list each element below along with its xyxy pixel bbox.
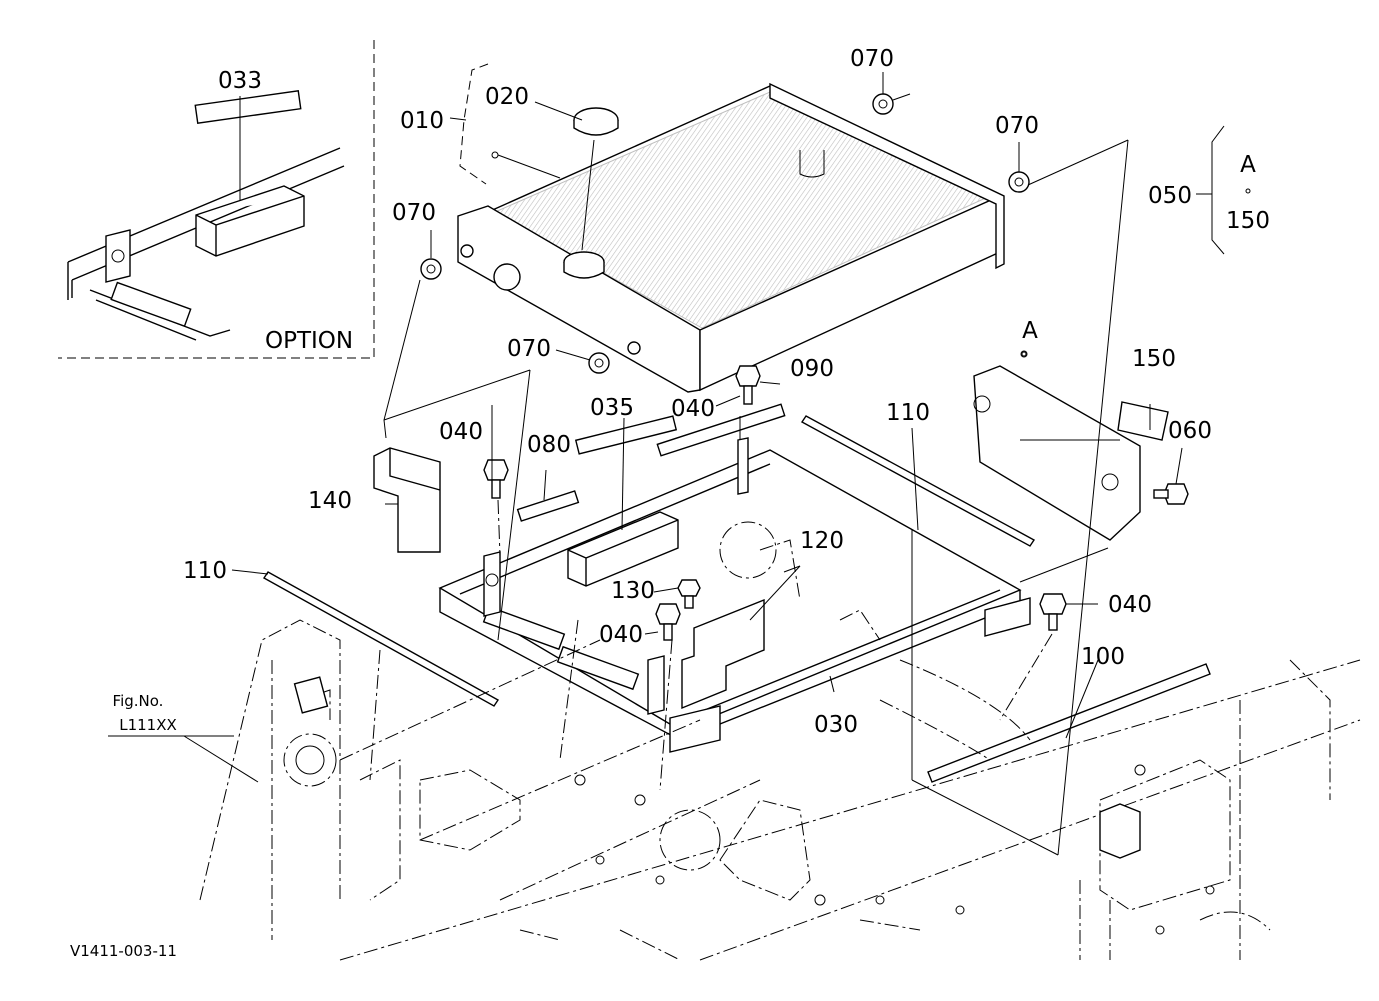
part-120-plate	[681, 598, 765, 710]
callout-110-right: 110	[886, 400, 930, 426]
callout-080: 080	[527, 432, 571, 458]
part-033-label-plate	[194, 90, 302, 124]
option-inset: 033 OPTION	[58, 40, 375, 359]
bolt-130	[677, 579, 701, 609]
part-070-washers	[420, 93, 1030, 374]
bracket-010	[459, 63, 489, 185]
ref-A-top: A	[1240, 152, 1256, 178]
part-100-seal	[927, 663, 1211, 783]
chassis-context	[199, 521, 1361, 961]
callout-070-right: 070	[995, 113, 1039, 139]
callout-010: 010	[400, 108, 444, 134]
callout-110-left: 110	[183, 558, 227, 584]
callout-035: 035	[590, 395, 634, 421]
callout-070-top: 070	[850, 46, 894, 72]
part-110-rod-right	[800, 415, 1036, 547]
callout-040-right: 040	[1108, 592, 1152, 618]
fig-ref-line1: Fig.No.	[113, 692, 164, 710]
callout-090: 090	[790, 356, 834, 382]
option-label: OPTION	[265, 328, 353, 354]
bracket-050	[1196, 125, 1225, 255]
callout-050: 050	[1148, 183, 1192, 209]
callout-040-left: 040	[439, 419, 483, 445]
bolt-060	[1153, 483, 1189, 505]
callout-060: 060	[1168, 418, 1212, 444]
bolt-040-d	[655, 603, 681, 641]
callout-150-ref: 150	[1226, 208, 1270, 234]
callouts: 020 010 070 070 070 070 050 A 150 A 150 …	[70, 46, 1270, 960]
bolts	[483, 365, 1189, 641]
ref-A-plate: A	[1022, 318, 1038, 344]
callout-070-bottom: 070	[507, 336, 551, 362]
leader-lines	[108, 72, 1183, 856]
part-090-seal	[656, 403, 786, 457]
callout-040-mid: 040	[599, 622, 643, 648]
part-010-radiator	[457, 82, 1005, 393]
part-080-seal	[516, 490, 580, 522]
part-150-label	[1117, 401, 1169, 441]
bolt-040-a	[483, 459, 509, 499]
part-020-radiator-cap	[563, 107, 619, 279]
bolt-040-c	[1039, 593, 1067, 631]
callout-150: 150	[1132, 346, 1176, 372]
part-030-radiator-frame	[438, 437, 1031, 753]
part-035-seal	[567, 415, 679, 587]
callout-070-left: 070	[392, 200, 436, 226]
callout-120: 120	[800, 528, 844, 554]
callout-140: 140	[308, 488, 352, 514]
part-110-rod-left	[262, 571, 500, 707]
part-A-cover-plate	[973, 350, 1141, 541]
callout-040-top: 040	[671, 396, 715, 422]
callout-100: 100	[1081, 644, 1125, 670]
callout-130: 130	[611, 578, 655, 604]
part-140-seal	[373, 447, 441, 553]
bolt-040-b	[735, 365, 761, 405]
drawing-id: V1411-003-11	[70, 942, 177, 960]
callout-030: 030	[814, 712, 858, 738]
callout-033: 033	[218, 68, 262, 94]
fig-ref-line2: L111XX	[119, 716, 177, 734]
callout-020: 020	[485, 84, 529, 110]
